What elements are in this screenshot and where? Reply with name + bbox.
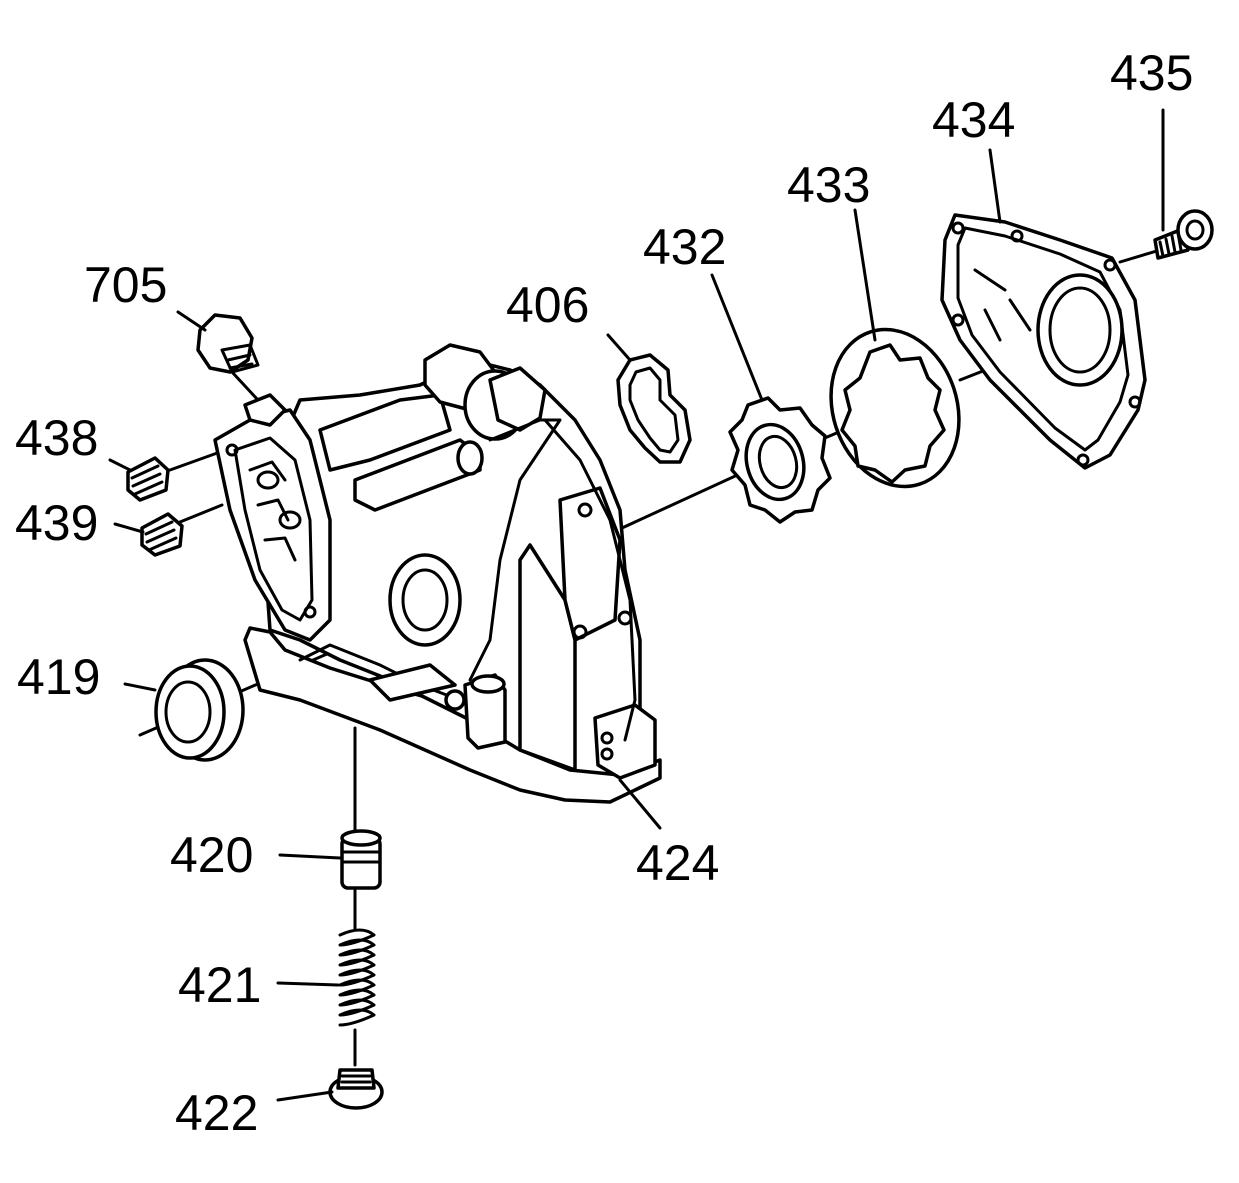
callout-424: 424 bbox=[636, 835, 719, 891]
part-406-gasket bbox=[616, 353, 692, 464]
part-420-valve bbox=[340, 829, 382, 890]
callout-435: 435 bbox=[1110, 45, 1193, 101]
callout-leader-lines bbox=[108, 108, 1165, 1102]
callout-419: 419 bbox=[17, 649, 100, 705]
part-422-plug bbox=[328, 1068, 384, 1110]
callout-433: 433 bbox=[787, 157, 870, 213]
part-421-spring bbox=[338, 928, 376, 1027]
part-419-seal bbox=[154, 658, 245, 762]
part-434-pump-cover bbox=[940, 213, 1147, 470]
callout-labels: 435 434 433 432 406 705 438 439 419 420 … bbox=[15, 45, 1193, 1141]
callout-432: 432 bbox=[643, 219, 726, 275]
callout-438: 438 bbox=[15, 410, 98, 466]
callout-422: 422 bbox=[175, 1085, 258, 1141]
callout-705: 705 bbox=[84, 257, 167, 313]
callout-420: 420 bbox=[170, 827, 253, 883]
callout-421: 421 bbox=[178, 957, 261, 1013]
part-438-plug bbox=[126, 456, 170, 502]
callout-439: 439 bbox=[15, 495, 98, 551]
callout-406: 406 bbox=[506, 277, 589, 333]
part-432-inner-gear bbox=[728, 396, 832, 524]
main-pump-housing bbox=[213, 343, 662, 804]
part-705-sensor bbox=[196, 313, 287, 427]
part-435-bolt bbox=[1153, 209, 1214, 260]
callout-434: 434 bbox=[932, 92, 1015, 148]
part-439-plug bbox=[140, 512, 184, 557]
part-433-outer-gear bbox=[829, 327, 961, 489]
